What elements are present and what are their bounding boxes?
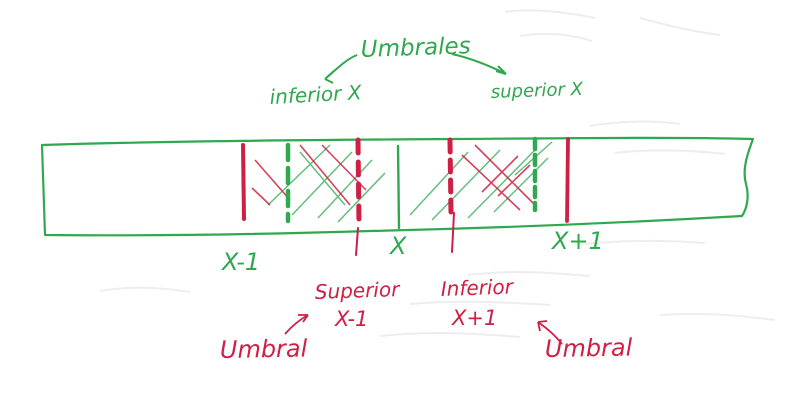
pointer-inferior-x-plus-1 [451, 212, 455, 253]
label-superior-line-1: Superior [314, 277, 401, 304]
arrow-umbral-left [284, 314, 309, 335]
upper-threshold-x-minus-1 [355, 137, 362, 229]
paper-show-through [99, 9, 776, 338]
pointer-superior-x-minus-1 [355, 227, 359, 256]
hatch-right-red-zone [461, 144, 536, 211]
label-umbral-left: Umbral [220, 334, 308, 364]
label-umbral-right: Umbral [545, 333, 633, 363]
lower-threshold-x-plus-1 [447, 137, 454, 216]
label-superior-x: superior X [490, 79, 583, 103]
marker-x-plus-1 [565, 137, 570, 223]
label-inferior-line-1: Inferior [440, 274, 515, 301]
hatch-right-zone [409, 141, 553, 221]
label-inferior-line-2: X+1 [451, 306, 497, 330]
label-inferior-x: inferior X [269, 80, 363, 109]
marker-x-minus-1 [241, 143, 246, 221]
arrow-umbral-right [537, 321, 563, 345]
arrow-head-umbral-right [537, 320, 548, 332]
hatch-left-red-zone [251, 144, 367, 206]
arrow-head-superior [495, 65, 507, 75]
marker-x [396, 144, 401, 230]
arrow-head-umbral-left [298, 314, 309, 323]
label-x-minus-1: X-1 [220, 248, 260, 276]
range-strip [40, 136, 755, 237]
label-umbrales: Umbrales [360, 33, 471, 63]
hatch-left-zone [267, 144, 386, 223]
label-x: X [388, 232, 407, 260]
label-x-plus-1: X+1 [550, 227, 604, 255]
arrow-head-inferior [324, 70, 335, 84]
label-superior-line-2: X-1 [334, 307, 368, 331]
